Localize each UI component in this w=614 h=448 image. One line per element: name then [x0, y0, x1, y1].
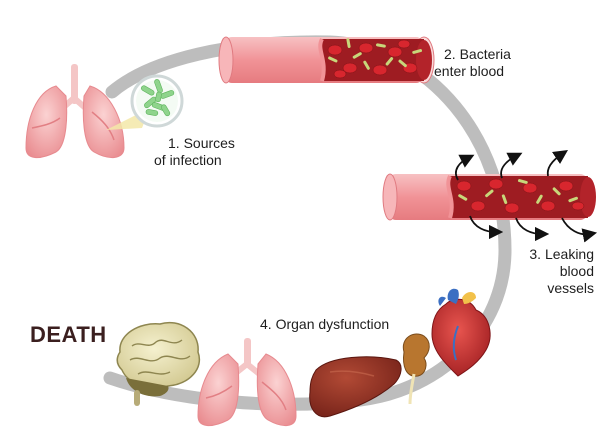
label-organ-dysfunction: 4. Organ dysfunction — [260, 316, 390, 332]
label-sources-of-infection: 1. Sources of infection — [154, 135, 235, 169]
label-leaking-line1: 3. Leaking — [529, 246, 594, 262]
label-sources-line2: of infection — [154, 152, 222, 168]
brain-icon — [116, 321, 201, 406]
blood-vessel-icon — [218, 36, 435, 84]
leaking-vessel-icon — [382, 173, 596, 221]
label-bacteria-line2: enter blood — [434, 63, 505, 79]
label-leaking-blood-vessels: 3. Leaking blood vessels — [528, 246, 594, 297]
lungs-icon — [25, 64, 150, 158]
label-bacteria-enter-blood: 2. Bacteria enter blood — [434, 46, 511, 80]
label-leaking-line3: vessels — [547, 280, 594, 296]
leak-arrow-icon — [455, 150, 598, 243]
label-bacteria-line1: 2. Bacteria — [444, 46, 511, 62]
heart-icon — [431, 288, 491, 377]
organ-lungs-icon — [197, 338, 297, 426]
kidney-icon — [402, 333, 430, 405]
label-leaking-line2: blood — [559, 263, 594, 279]
bacteria-magnifier-icon — [130, 74, 184, 128]
label-death: DEATH — [30, 322, 107, 347]
label-sources-line1: 1. Sources — [168, 135, 235, 151]
liver-icon — [309, 356, 402, 418]
